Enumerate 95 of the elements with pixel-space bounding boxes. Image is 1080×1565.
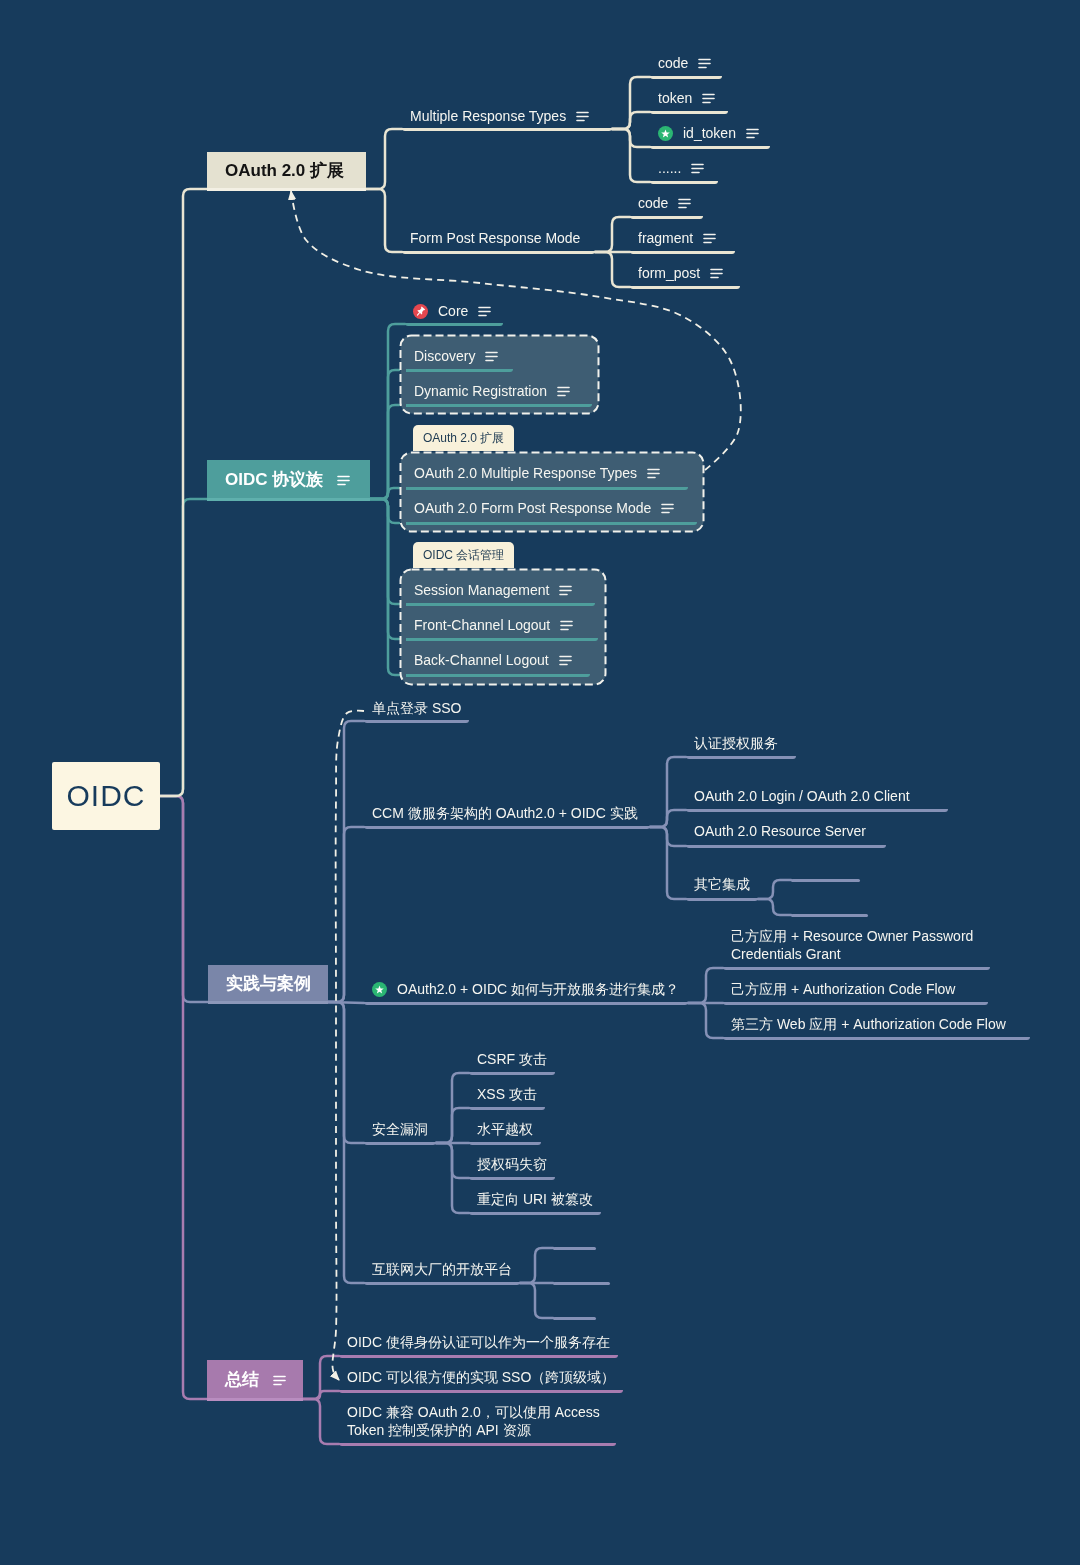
topic-text: Front-Channel Logout	[414, 616, 551, 634]
topic-text: ......	[658, 159, 682, 177]
underlined-topic	[723, 927, 990, 970]
blank-topic-line	[553, 1281, 610, 1285]
underlined-topic	[686, 734, 796, 759]
topic-text: Form Post Response Mode	[410, 229, 581, 247]
dashed-group-boundary	[399, 425, 705, 533]
underlined-topic	[405, 302, 503, 326]
branch-title: 实践与案例	[226, 972, 311, 995]
group-title-tab: OIDC 会话管理	[413, 542, 515, 568]
underlined-topic	[364, 804, 650, 829]
dashed-arrow	[329, 709, 365, 1381]
topic-text: Discovery	[414, 347, 476, 365]
underlined-topic	[650, 54, 722, 79]
underlined-topic	[339, 1403, 616, 1446]
blank-topic-line	[553, 1316, 596, 1320]
topic-text: 己方应用 + Resource Owner Password Credentials Grant	[731, 927, 975, 963]
underlined-topic	[630, 194, 703, 219]
topic-text: Core	[438, 302, 469, 320]
underlined-topic	[402, 229, 595, 254]
underlined-topic	[469, 1155, 555, 1180]
underlined-topic	[686, 787, 948, 812]
brace-connector	[368, 497, 401, 677]
dashed-arrow	[288, 190, 742, 471]
topic-text: OIDC 使得身份认证可以作为一个服务存在	[347, 1333, 610, 1351]
topic-text: Back-Channel Logout	[414, 651, 549, 669]
topic-text: CSRF 攻击	[477, 1050, 547, 1068]
underlined-topic	[630, 264, 740, 289]
brace-connector	[434, 1141, 471, 1215]
topic-text: 重定向 URI 被篡改	[477, 1190, 593, 1208]
brace-connector	[326, 1000, 366, 1285]
topic-text: code	[658, 54, 689, 72]
underlined-topic	[339, 1368, 624, 1393]
root-topic-card	[52, 762, 160, 830]
topic-text: Session Management	[414, 581, 550, 599]
topic-text: CCM 微服务架构的 OAuth2.0 + OIDC 实践	[372, 804, 638, 822]
topic-text: 己方应用 + Authorization Code Flow	[731, 980, 956, 998]
underlined-topic	[650, 124, 770, 149]
topic-text: 第三方 Web 应用 + Authorization Code Flow	[731, 1015, 1006, 1033]
underlined-topic	[650, 89, 728, 114]
topic-text: 授权码失窃	[477, 1155, 547, 1173]
underlined-topic	[723, 980, 988, 1005]
underlined-topic	[364, 980, 688, 1005]
topic-text: fragment	[638, 229, 694, 247]
branch-tag	[207, 1360, 303, 1401]
branch-tag	[207, 460, 370, 501]
dashed-group-boundary	[399, 334, 600, 415]
blank-topic-line	[791, 878, 860, 882]
underlined-topic	[469, 1085, 545, 1110]
underlined-topic	[339, 1333, 618, 1358]
dashed-group-boundary	[399, 542, 607, 686]
brace-connector	[593, 250, 632, 289]
underlined-topic	[686, 875, 758, 901]
branch-tag	[207, 152, 366, 191]
topic-text: code	[638, 194, 669, 212]
topic-text: OAuth 2.0 Resource Server	[694, 822, 866, 840]
topic-text: 安全漏洞	[372, 1120, 428, 1138]
underlined-topic	[469, 1120, 541, 1145]
topic-text: 水平越权	[477, 1120, 533, 1138]
topic-text: 其它集成	[694, 875, 750, 893]
brace-connector	[364, 187, 404, 254]
branch-title: OIDC 协议族	[225, 468, 324, 491]
topic-text: id_token	[683, 124, 736, 142]
topic-text: Dynamic Registration	[414, 382, 548, 400]
topic-text: 认证授权服务	[694, 734, 778, 752]
topic-text: token	[658, 89, 693, 107]
branch-tag	[208, 965, 328, 1004]
topic-text: OIDC 兼容 OAuth 2.0，可以使用 Access Token 控制受保护的 API 资源	[347, 1403, 601, 1439]
topic-text: OAuth2.0 + OIDC 如何与开放服务进行集成？	[397, 980, 679, 998]
brace-connector	[756, 878, 793, 901]
topic-text: 单点登录 SSO	[372, 699, 462, 717]
underlined-topic	[686, 822, 886, 848]
underlined-topic	[469, 1050, 555, 1075]
group-title-tab: OAuth 2.0 扩展	[413, 425, 515, 451]
topic-text: form_post	[638, 264, 701, 282]
topic-text: OAuth 2.0 Form Post Response Mode	[414, 499, 652, 517]
root-title: OIDC	[66, 779, 146, 813]
brace-connector	[158, 187, 209, 798]
branch-title: 总结	[225, 1368, 259, 1391]
topic-text: 互联网大厂的开放平台	[372, 1260, 512, 1278]
topic-text: OAuth 2.0 Login / OAuth 2.0 Client	[694, 787, 910, 805]
topic-text: XSS 攻击	[477, 1085, 537, 1103]
topic-text: OAuth 2.0 Multiple Response Types	[414, 464, 638, 482]
blank-topic-line	[553, 1246, 596, 1250]
underlined-topic	[364, 1120, 436, 1145]
branch-title: OAuth 2.0 扩展	[225, 159, 344, 182]
underlined-topic	[630, 229, 735, 254]
topic-text: Multiple Response Types	[410, 107, 567, 125]
blank-topic-line	[791, 913, 868, 917]
underlined-topic	[402, 107, 612, 131]
topic-text: OIDC 可以很方便的实现 SSO（跨顶级域）	[347, 1368, 616, 1386]
underlined-topic	[469, 1190, 601, 1215]
underlined-topic	[723, 1015, 1030, 1040]
underlined-topic	[364, 699, 470, 723]
underlined-topic	[364, 1260, 520, 1285]
